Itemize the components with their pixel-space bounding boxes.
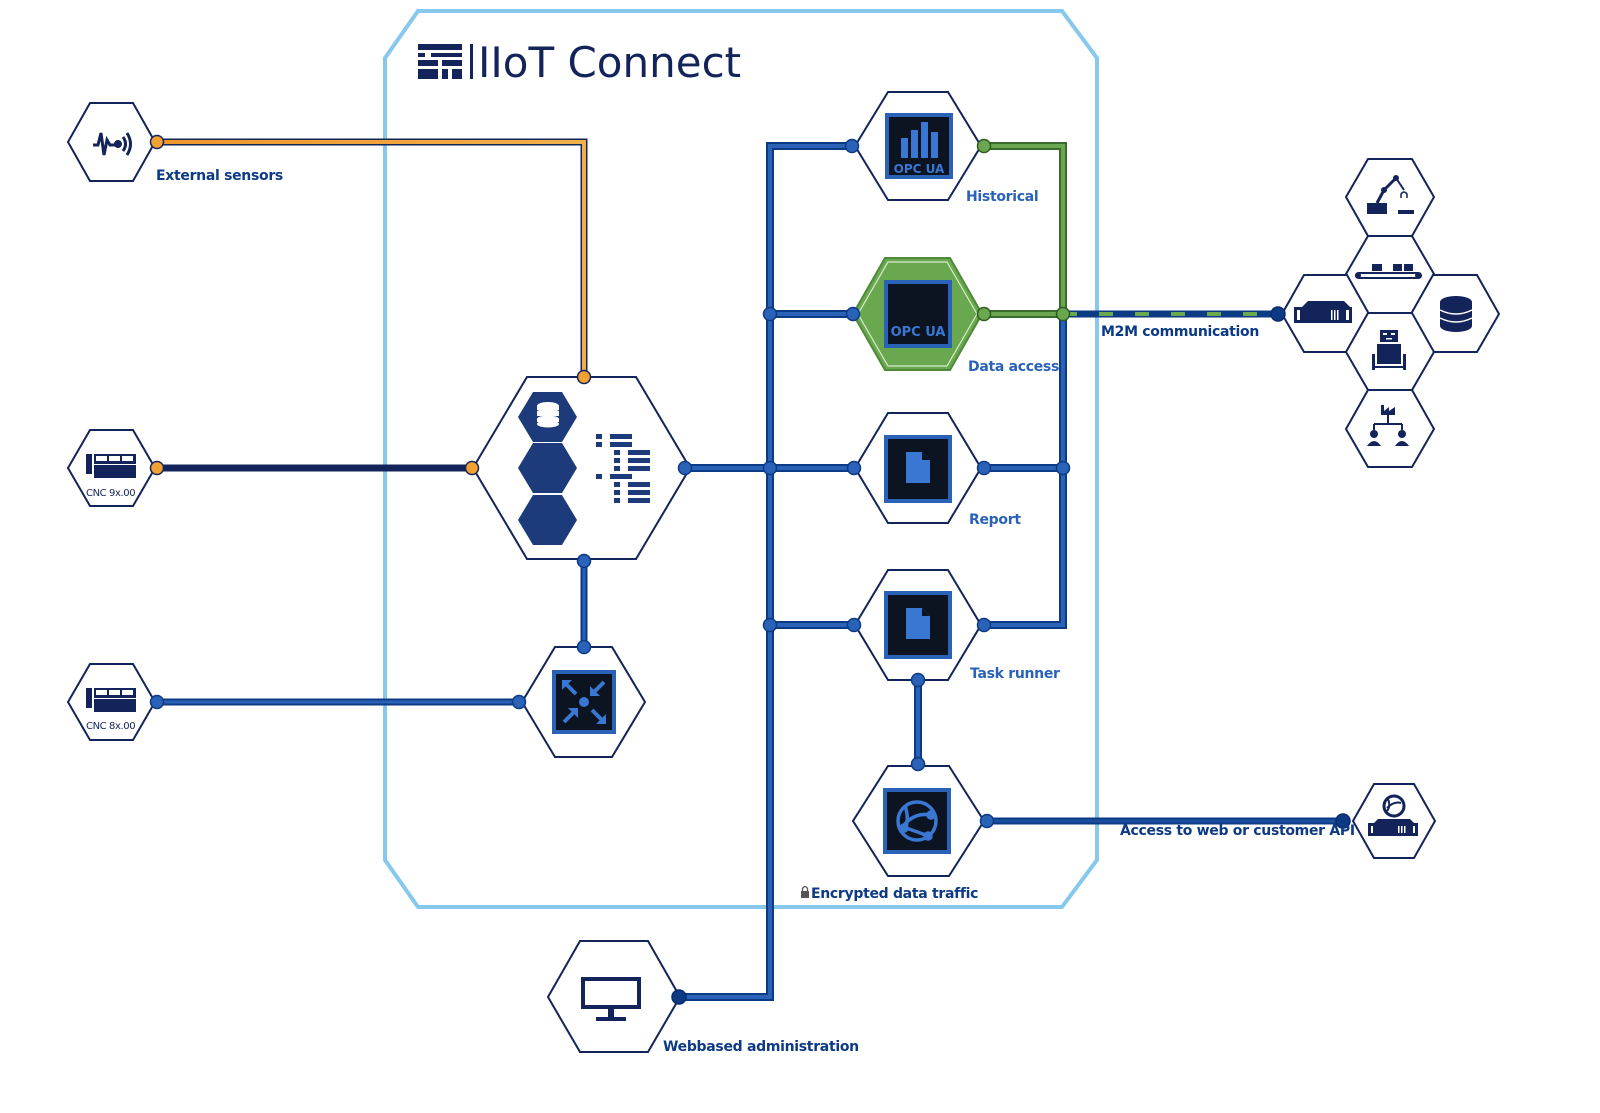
service-bus-right [984,314,1067,629]
globe-network-icon [896,800,938,842]
data-hub[interactable] [471,376,692,560]
opc-ua-chart-icon [901,122,938,158]
sensor-signal-icon [93,132,132,156]
monitor-icon [581,977,641,1021]
converge-arrows-icon [562,680,606,724]
cnc-machine-icon [86,688,136,712]
collector-node[interactable] [520,646,647,758]
input-external-sensors[interactable] [66,102,157,182]
service-data-access[interactable]: OPC UA [851,257,984,371]
web-admin-node[interactable] [546,940,682,1053]
server-rack-icon [1294,301,1352,323]
robot-arm-icon [1367,175,1414,214]
label-historical: Historical [966,189,1039,205]
page-title: IIoT Connect [478,38,742,87]
org-chart-icon [1367,405,1409,446]
label-external-sensors: External sensors [156,168,283,184]
connection-external-sensors [157,138,588,377]
database-icon [1439,296,1473,332]
cnc-machine-icon [86,454,136,478]
web-server-icon [1368,794,1418,836]
connector-dots-orange [149,134,592,476]
service-historical[interactable]: OPC UA [853,91,983,201]
opc-ua-badge: OPC UA [891,325,946,340]
label-data-access: Data access [968,359,1059,375]
lock-icon [801,885,809,898]
label-encrypted-traffic: Encrypted data traffic [811,886,979,902]
database-hierarchy-icon [518,392,650,545]
label-cnc-8x: CNC 8x.00 [86,721,136,732]
label-m2m: M2M communication [1101,324,1260,340]
service-bus-left [679,142,852,1001]
service-report[interactable] [853,412,983,524]
input-cnc-8x[interactable] [66,663,157,741]
input-cnc-9x[interactable] [66,429,157,507]
label-report: Report [969,512,1021,528]
iiot-connect-frame [383,9,1099,909]
conveyor-icon [1355,264,1422,279]
logo-icon [418,44,473,79]
robot-icon [1372,330,1406,370]
document-icon [906,452,930,483]
opc-ua-badge: OPC UA [894,162,945,176]
web-api-endpoint[interactable] [1351,783,1437,859]
connector-dots-navy [671,306,1351,1005]
connector-dots-blue [149,138,1071,829]
connector-dots-green [976,138,1071,322]
label-cnc-9x: CNC 9x.00 [86,488,136,499]
label-task-runner: Task runner [970,666,1060,682]
document-icon [906,608,930,639]
label-web-api: Access to web or customer API [1120,823,1355,839]
service-web-gateway[interactable] [851,765,986,877]
green-opc-bus [984,142,1067,318]
m2m-device-cluster[interactable] [1280,158,1501,468]
label-web-admin: Webbased administration [663,1039,859,1055]
service-task-runner[interactable] [853,569,983,681]
